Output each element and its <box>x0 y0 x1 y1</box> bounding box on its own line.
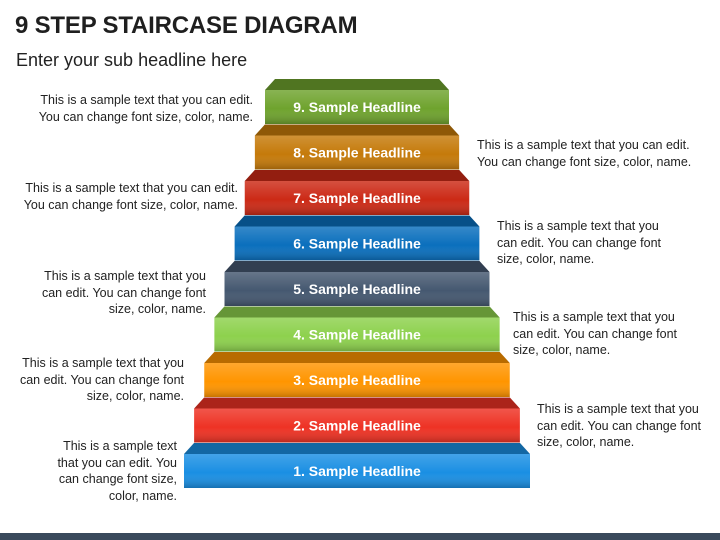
step-9-description: This is a sample text that you can edit.… <box>38 93 253 124</box>
step-3-description: This is a sample text that you can edit.… <box>19 356 184 403</box>
step-7-headline: 7. Sample Headline <box>293 190 421 206</box>
step-1-description: This is a sample text that you can edit.… <box>57 439 177 503</box>
step-3-shading <box>204 363 510 397</box>
step-5-top <box>224 261 490 272</box>
step-2-shading <box>194 408 520 443</box>
step-3-headline: 3. Sample Headline <box>293 372 421 388</box>
step-1-shading <box>184 454 530 488</box>
step-8: 8. Sample Headline <box>254 124 460 170</box>
step-7-description: This is a sample text that you can edit.… <box>23 181 238 212</box>
step-4-headline: 4. Sample Headline <box>293 327 421 343</box>
step-4-description: This is a sample text that you can edit.… <box>513 310 678 357</box>
step-2: 2. Sample Headline <box>194 397 520 443</box>
step-6-shading <box>234 226 480 261</box>
step-6-description: This is a sample text that you can edit.… <box>497 219 662 266</box>
step-3-top <box>204 352 510 363</box>
step-2-description: This is a sample text that you can edit.… <box>537 402 702 449</box>
step-7-top <box>244 170 470 181</box>
step-7-shading <box>244 181 470 215</box>
step-1-top <box>184 443 530 454</box>
step-4: 4. Sample Headline <box>214 306 500 352</box>
step-4-shading <box>214 317 500 352</box>
step-3: 3. Sample Headline <box>204 352 510 397</box>
step-7: 7. Sample Headline <box>244 170 470 215</box>
step-2-top <box>194 397 520 409</box>
step-9-top <box>265 79 449 90</box>
step-6-top <box>234 215 480 227</box>
step-6: 6. Sample Headline <box>234 215 480 261</box>
step-8-headline: 8. Sample Headline <box>293 145 421 161</box>
step-4-top <box>214 306 500 318</box>
step-9-shading <box>265 90 449 124</box>
step-2-headline: 2. Sample Headline <box>293 418 421 434</box>
step-8-description: This is a sample text that you can edit.… <box>477 138 692 169</box>
step-5-description: This is a sample text that you can edit.… <box>41 269 206 316</box>
page-subtitle: Enter your sub headline here <box>16 50 248 70</box>
step-8-shading <box>254 135 460 170</box>
step-6-headline: 6. Sample Headline <box>293 236 421 252</box>
step-5: 5. Sample Headline <box>224 261 490 306</box>
step-1: 1. Sample Headline <box>184 443 530 488</box>
step-5-shading <box>224 272 490 306</box>
step-9-headline: 9. Sample Headline <box>293 99 421 115</box>
step-5-headline: 5. Sample Headline <box>293 281 421 297</box>
footer-bar <box>0 533 720 540</box>
page-title: 9 STEP STAIRCASE DIAGRAM <box>15 12 358 39</box>
step-8-top <box>254 124 460 136</box>
step-1-headline: 1. Sample Headline <box>293 463 421 479</box>
step-9: 9. Sample Headline <box>265 79 449 124</box>
